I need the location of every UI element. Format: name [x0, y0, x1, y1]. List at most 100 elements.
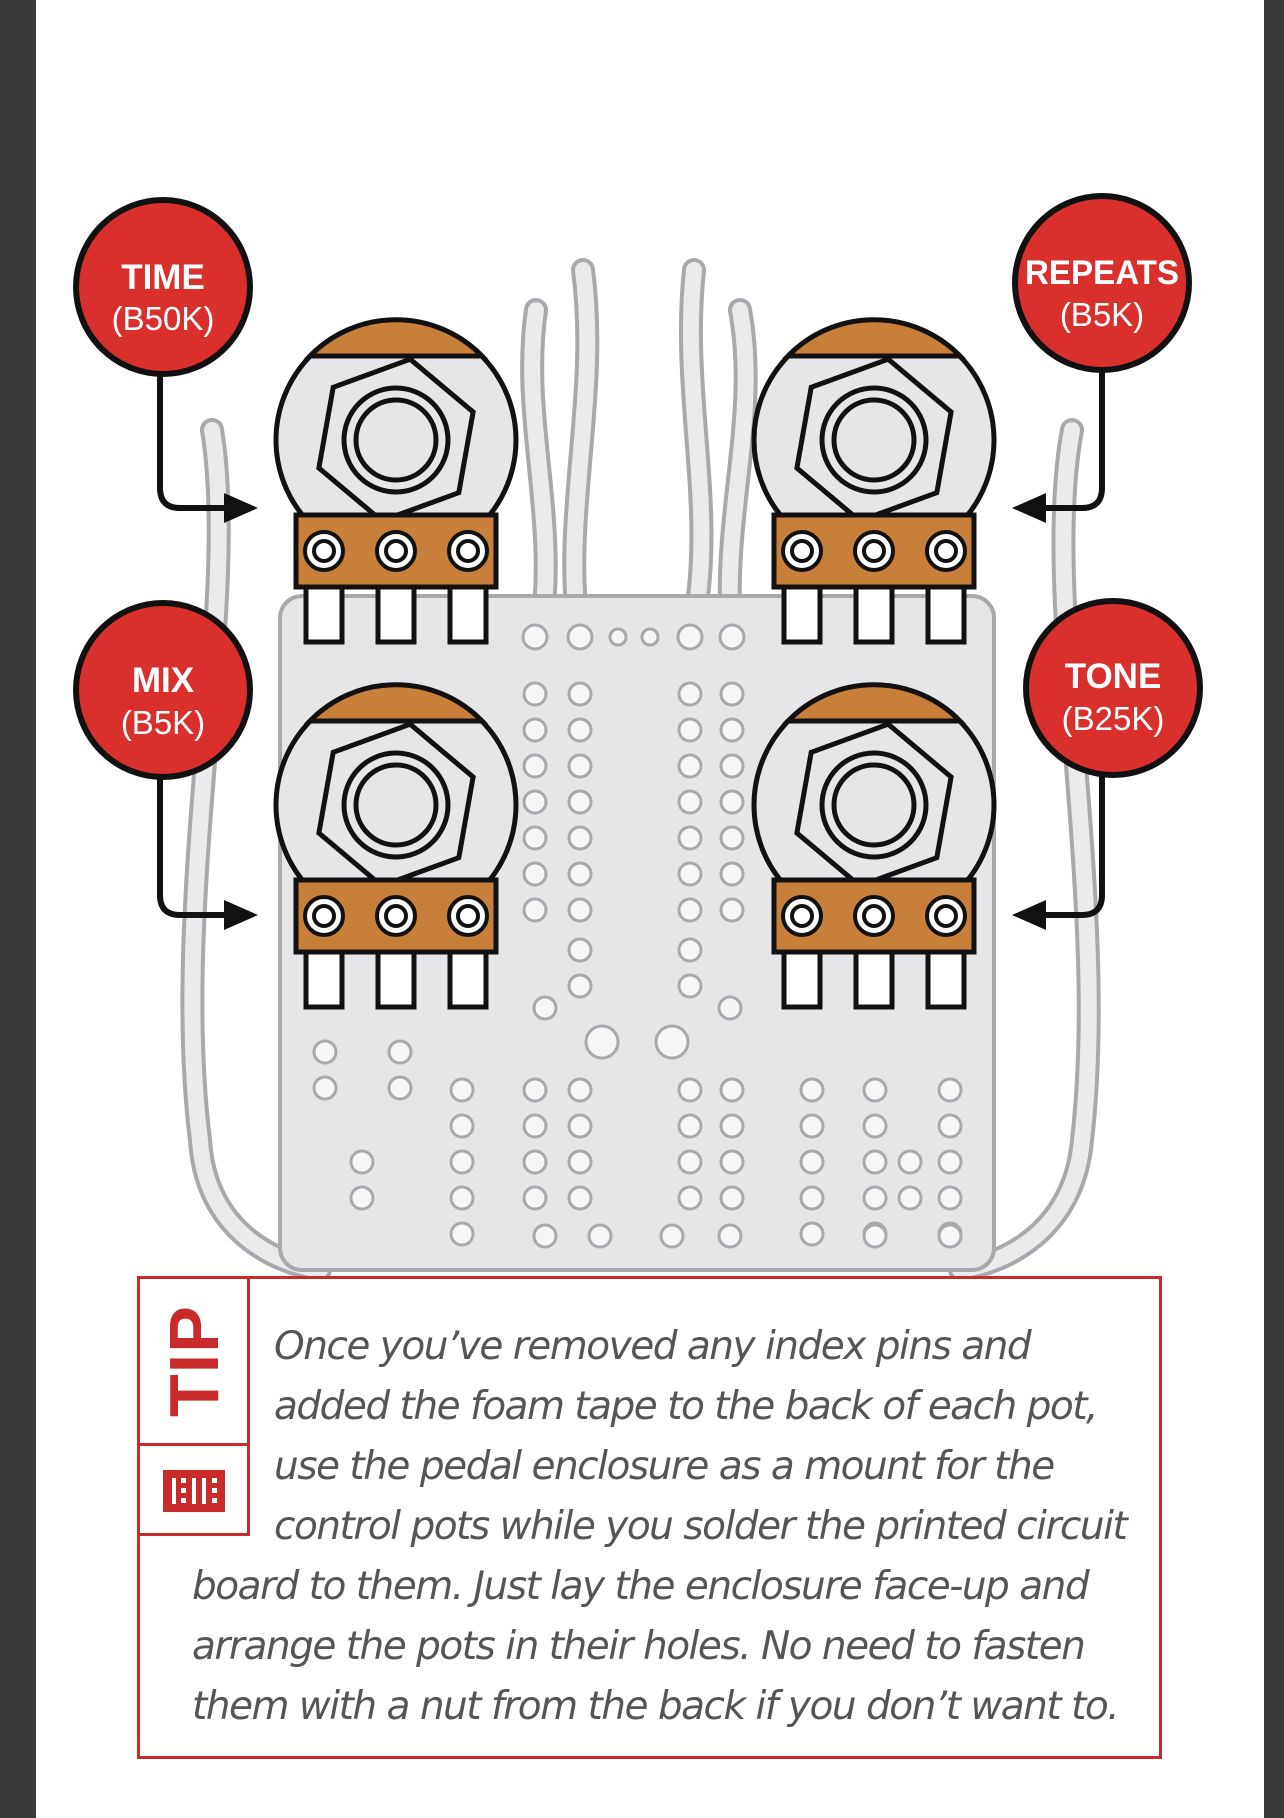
board-hole [567, 937, 593, 963]
board-hole [587, 1223, 613, 1249]
connector-tone [1012, 775, 1105, 930]
board-hole [522, 1077, 548, 1103]
board-hole [862, 1077, 888, 1103]
board-hole [654, 1024, 690, 1060]
board-hole [449, 1185, 475, 1211]
board-hole [532, 1223, 558, 1249]
pot-shaft [353, 397, 439, 483]
pot-shaft [353, 762, 439, 848]
board-hole [799, 1221, 825, 1247]
board-hole [717, 995, 743, 1021]
board-hole [799, 1185, 825, 1211]
board-hole [522, 1185, 548, 1211]
board-hole [522, 825, 548, 851]
board-hole [567, 753, 593, 779]
board-hole [677, 861, 703, 887]
pot-tone [751, 682, 997, 1010]
callout-tone-title: TONE [1065, 657, 1162, 696]
pot-repeats [751, 317, 997, 645]
board-hole [522, 681, 548, 707]
tip-box: TIP Once you’ve removed any index pins a… [137, 1276, 1162, 1759]
board-hole [677, 681, 703, 707]
board-hole [608, 627, 628, 647]
callout-mix-value: (B5K) [121, 704, 205, 741]
callout-tone-value: (B25K) [1062, 700, 1165, 737]
board-hole [567, 861, 593, 887]
wire [520, 298, 558, 652]
board-hole [677, 897, 703, 923]
board-hole [567, 717, 593, 743]
board-hole [799, 1149, 825, 1175]
board-hole [677, 825, 703, 851]
board-hole [659, 1223, 685, 1249]
potentiometers [273, 317, 997, 1010]
board-hole [719, 1149, 745, 1175]
tip-text: Once you’ve removed any index pins and a… [192, 1324, 1128, 1729]
board-hole [567, 789, 593, 815]
board-hole [719, 753, 745, 779]
board-hole [522, 1113, 548, 1139]
board-hole [567, 1113, 593, 1139]
board-hole [937, 1149, 963, 1175]
board-hole [522, 897, 548, 923]
callout-time-title: TIME [121, 258, 205, 297]
wire [562, 258, 600, 652]
connector-repeats [1012, 370, 1105, 523]
board-hole [522, 753, 548, 779]
board-hole [567, 897, 593, 923]
callout-mix: MIX (B5K) [73, 600, 253, 780]
arrow-icon [224, 493, 258, 523]
wire [180, 418, 332, 1282]
board-hole [719, 825, 745, 851]
board-hole [521, 623, 549, 651]
board-hole [567, 1185, 593, 1211]
arrow-icon [224, 900, 258, 930]
board-hole [567, 1149, 593, 1175]
board-hole [567, 825, 593, 851]
board-hole [799, 1077, 825, 1103]
board-hole [349, 1185, 375, 1211]
board-hole [937, 1113, 963, 1139]
board-hole [387, 1039, 413, 1065]
board-hole [677, 753, 703, 779]
board-hole [897, 1149, 923, 1175]
board-hole [567, 681, 593, 707]
board-hole [717, 1223, 743, 1249]
board-hole [862, 1223, 888, 1249]
board-hole [449, 1077, 475, 1103]
board-hole [522, 789, 548, 815]
board-hole [719, 717, 745, 743]
board-hole [937, 1077, 963, 1103]
board-hole [719, 861, 745, 887]
callout-repeats: REPEATS (B5K) [1012, 193, 1192, 373]
board-hole [862, 1113, 888, 1139]
board-hole [718, 623, 746, 651]
callout-repeats-title: REPEATS [1025, 254, 1179, 292]
board-hole [449, 1113, 475, 1139]
wire [717, 298, 758, 652]
board-hole [532, 995, 558, 1021]
board-hole [897, 1185, 923, 1211]
callout-repeats-value: (B5K) [1060, 296, 1144, 333]
arrow-icon [1012, 900, 1046, 930]
board-hole [584, 1024, 620, 1060]
board-hole [567, 1077, 593, 1103]
pot-mix [273, 682, 519, 1010]
board-hole [566, 623, 594, 651]
callout-tone: TONE (B25K) [1023, 598, 1203, 778]
tip-badge: TIP [137, 1276, 250, 1536]
board-hole [677, 1077, 703, 1103]
board-hole [677, 1185, 703, 1211]
connector-mix [157, 777, 258, 930]
wire [678, 258, 714, 652]
board-hole [312, 1075, 338, 1101]
board-hole [522, 717, 548, 743]
board-hole [677, 1149, 703, 1175]
board-hole [312, 1039, 338, 1065]
tip-label: TIP [155, 1305, 233, 1417]
board-hole [567, 973, 593, 999]
board-hole [349, 1149, 375, 1175]
wire [948, 418, 1101, 1282]
arrow-icon [1012, 493, 1046, 523]
